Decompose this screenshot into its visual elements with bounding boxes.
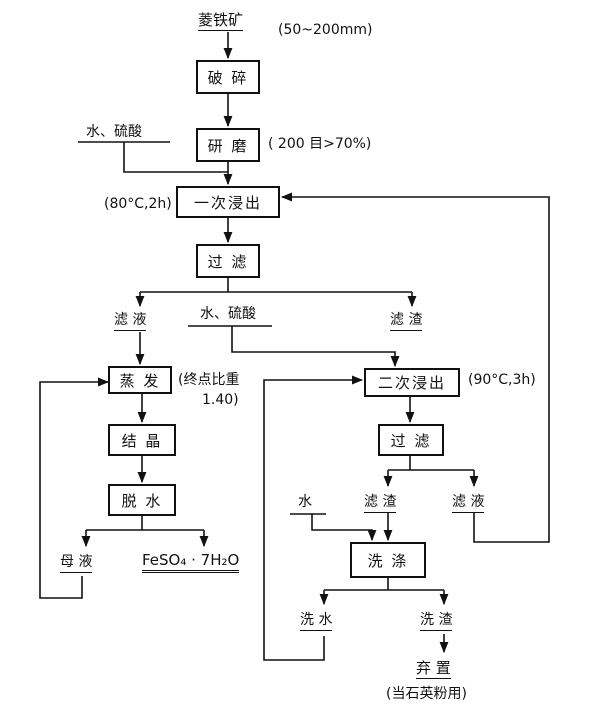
stream-product: FeSO₄ · 7H₂O (142, 552, 240, 573)
step-evaporation: 蒸 发 (108, 366, 172, 394)
stream-wash-water: 洗 水 (300, 612, 333, 631)
condition-second-leach: (90°C,3h) (468, 372, 536, 388)
stream-residue-1: 滤 渣 (390, 312, 423, 331)
input-water: 水 (298, 494, 312, 510)
step-washing: 洗 涤 (350, 542, 426, 578)
condition-evaporation-2: 1.40) (202, 392, 239, 408)
step-filter-1: 过 滤 (196, 244, 260, 278)
step-grinding: 研 磨 (196, 128, 260, 162)
stream-mother-liquor: 母 液 (60, 554, 93, 573)
stream-discard: 弃 置 (416, 659, 451, 679)
stream-filtrate-2: 滤 液 (452, 494, 485, 513)
step-crystallization: 结 晶 (108, 424, 176, 456)
input-water-acid-1: 水、硫酸 (86, 124, 142, 140)
raw-material-size: (50~200mm) (278, 22, 373, 38)
discard-note: (当石英粉用) (386, 686, 467, 702)
step-second-leach: 二次浸出 (364, 368, 460, 397)
step-filter-2: 过 滤 (378, 424, 444, 456)
step-first-leach: 一次浸出 (176, 186, 280, 218)
input-water-acid-2: 水、硫酸 (200, 306, 256, 322)
condition-evaporation-1: (终点比重 (178, 372, 240, 388)
stream-wash-residue: 洗 渣 (420, 612, 453, 631)
step-crushing: 破 碎 (196, 60, 260, 94)
step-dehydration: 脱 水 (108, 484, 176, 516)
condition-first-leach: (80°C,2h) (104, 196, 172, 212)
stream-residue-2: 滤 渣 (364, 494, 397, 513)
stream-filtrate-1: 滤 液 (114, 312, 147, 331)
raw-material-label: 菱铁矿 (198, 11, 244, 31)
condition-grinding: ( 200 目>70%) (268, 136, 372, 152)
